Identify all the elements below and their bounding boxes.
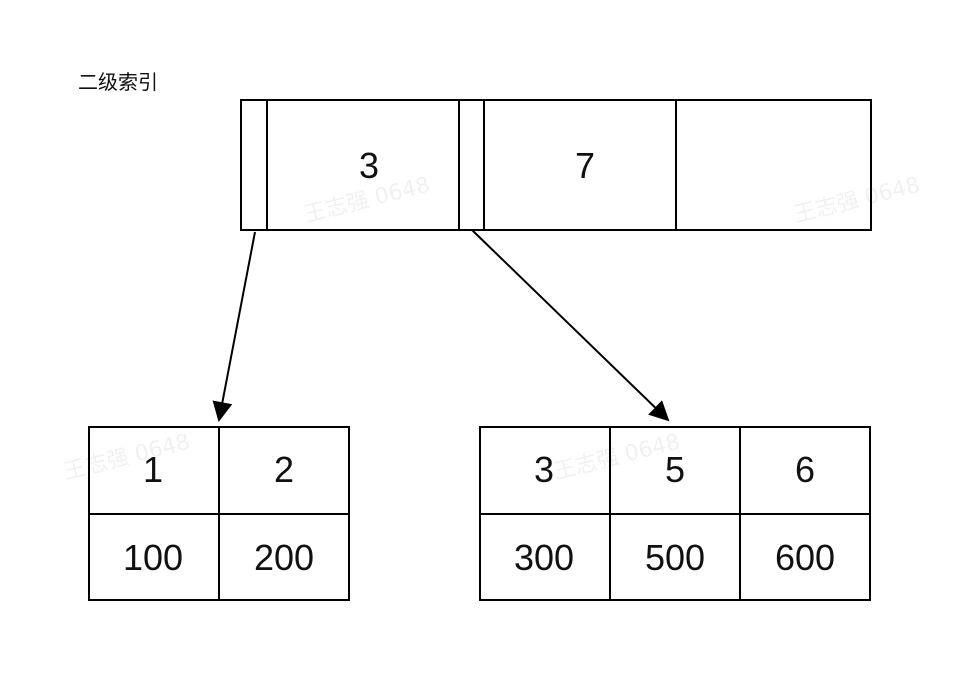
arrow-to-left-leaf (212, 231, 256, 422)
leaf-node-left: 1 2 100 200 (88, 426, 350, 601)
leaf-right-key-1: 3 (534, 449, 554, 490)
leaf-right-value-2: 500 (645, 537, 705, 578)
leaf-right-key-2: 5 (665, 449, 685, 490)
root-key-1: 3 (359, 145, 379, 186)
leaf-right-key-3: 6 (795, 449, 815, 490)
arrow-to-right-leaf (471, 229, 670, 422)
leaf-node-right: 3 5 6 300 500 600 (479, 426, 871, 601)
root-node: 3 7 (240, 99, 872, 231)
leaf-left-key-2: 2 (274, 449, 294, 490)
root-key-2: 7 (575, 145, 595, 186)
root-node-border (240, 99, 872, 231)
leaf-right-value-1: 300 (514, 537, 574, 578)
leaf-left-value-2: 200 (254, 537, 314, 578)
leaf-right-value-3: 600 (775, 537, 835, 578)
leaf-left-key-1: 1 (143, 449, 163, 490)
leaf-left-value-1: 100 (123, 537, 183, 578)
diagram-title: 二级索引 (78, 70, 158, 94)
